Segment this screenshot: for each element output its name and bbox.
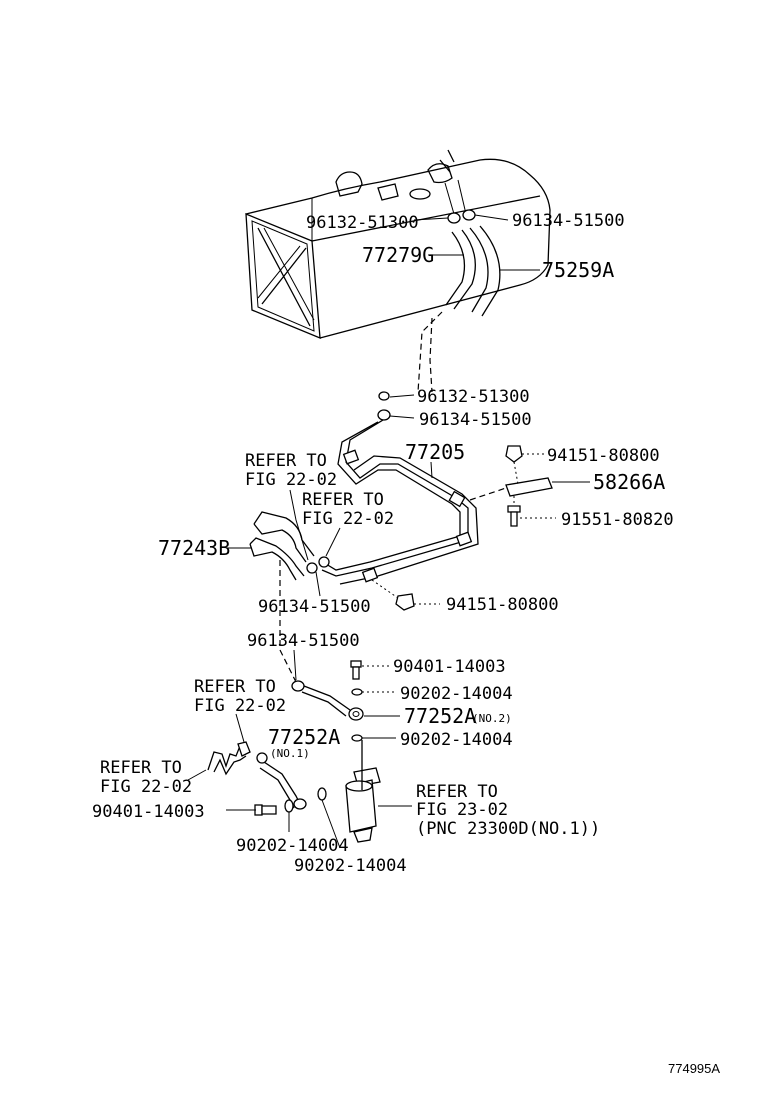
nut-94151-80800-b xyxy=(395,593,415,611)
label-94151-80800-b: 94151-80800 xyxy=(446,595,559,615)
label-77243B: 77243B xyxy=(158,536,230,560)
refer-5-line-3: (PNC 23300D(NO.1)) xyxy=(416,819,600,839)
fuel-tank xyxy=(245,149,551,340)
label-no2: (NO.2) xyxy=(472,712,512,725)
label-75259A: 75259A xyxy=(542,258,614,282)
refer-1-line-2: FIG 22-02 xyxy=(245,470,337,490)
bolt-90401-14003-a xyxy=(350,660,362,680)
clamp-96134-51500-d xyxy=(291,680,305,692)
refer-5-line-2: FIG 23-02 xyxy=(416,800,508,820)
washer-90202-14004-a xyxy=(351,688,363,696)
label-77252A-no2: 77252A xyxy=(404,704,476,728)
refer-4-line-1: REFER TO xyxy=(100,758,182,778)
clamp-96132-51300-b xyxy=(378,391,390,401)
refer-2-line-1: REFER TO xyxy=(302,490,384,510)
bolt-90401-14003-b xyxy=(254,804,277,816)
leader-lines xyxy=(187,214,590,849)
label-77252A-no1: 77252A xyxy=(268,725,340,749)
label-no1: (NO.1) xyxy=(270,747,310,760)
bracket-58266A xyxy=(505,477,553,497)
label-94151-80800-a: 94151-80800 xyxy=(547,446,660,466)
refer-4-line-2: FIG 22-02 xyxy=(100,777,192,797)
clamp-near-hose-a xyxy=(306,562,318,574)
clamp-near-hose-b xyxy=(318,556,330,568)
label-96134-51500-c: 96134-51500 xyxy=(258,597,371,617)
label-77279G: 77279G xyxy=(362,243,434,267)
label-96132-51300-b: 96132-51300 xyxy=(417,387,530,407)
label-96134-51500-a: 96134-51500 xyxy=(512,211,625,231)
hose-77243B xyxy=(249,511,315,581)
pipe-route-dash-3 xyxy=(279,560,297,683)
tank-clamps xyxy=(447,209,476,224)
illustration-code: 774995A xyxy=(668,1061,720,1076)
label-90202-14004-c: 90202-14004 xyxy=(236,836,349,856)
pipe-77252A-no2 xyxy=(301,685,364,721)
label-96134-51500-d: 96134-51500 xyxy=(247,631,360,651)
label-91551-80820: 91551-80820 xyxy=(561,510,674,530)
pipe-77252A-no1 xyxy=(256,752,307,810)
fuel-pipe-77205 xyxy=(321,419,479,585)
refer-3-line-1: REFER TO xyxy=(194,677,276,697)
label-96132-51300-a: 96132-51300 xyxy=(306,213,419,233)
refer-3-line-2: FIG 22-02 xyxy=(194,696,286,716)
washer-90202-14004-c xyxy=(284,799,294,813)
label-77205: 77205 xyxy=(405,440,465,464)
nut-94151-80800-a xyxy=(505,445,523,463)
bolt-91551-80820 xyxy=(507,505,521,527)
refer-1-line-1: REFER TO xyxy=(245,451,327,471)
label-90202-14004-b: 90202-14004 xyxy=(400,730,513,750)
label-90202-14004-d: 90202-14004 xyxy=(294,856,407,876)
tank-hoses xyxy=(445,225,501,317)
fuel-filter xyxy=(345,740,381,843)
label-58266A: 58266A xyxy=(593,470,665,494)
washer-90202-14004-b xyxy=(351,734,363,742)
clamp-96134-51500-b xyxy=(377,409,391,421)
clamp-left-upper xyxy=(237,741,251,757)
refer-2-line-2: FIG 22-02 xyxy=(302,509,394,529)
label-96134-51500-b: 96134-51500 xyxy=(419,410,532,430)
bracket-dash xyxy=(469,487,507,501)
label-90401-14003-a: 90401-14003 xyxy=(393,657,506,677)
refer-5-line-1: REFER TO xyxy=(416,782,498,802)
label-90401-14003-b: 90401-14003 xyxy=(92,802,205,822)
washer-90202-14004-d xyxy=(317,787,327,801)
label-90202-14004-a: 90202-14004 xyxy=(400,684,513,704)
pipe-route-dash-2 xyxy=(429,317,433,393)
